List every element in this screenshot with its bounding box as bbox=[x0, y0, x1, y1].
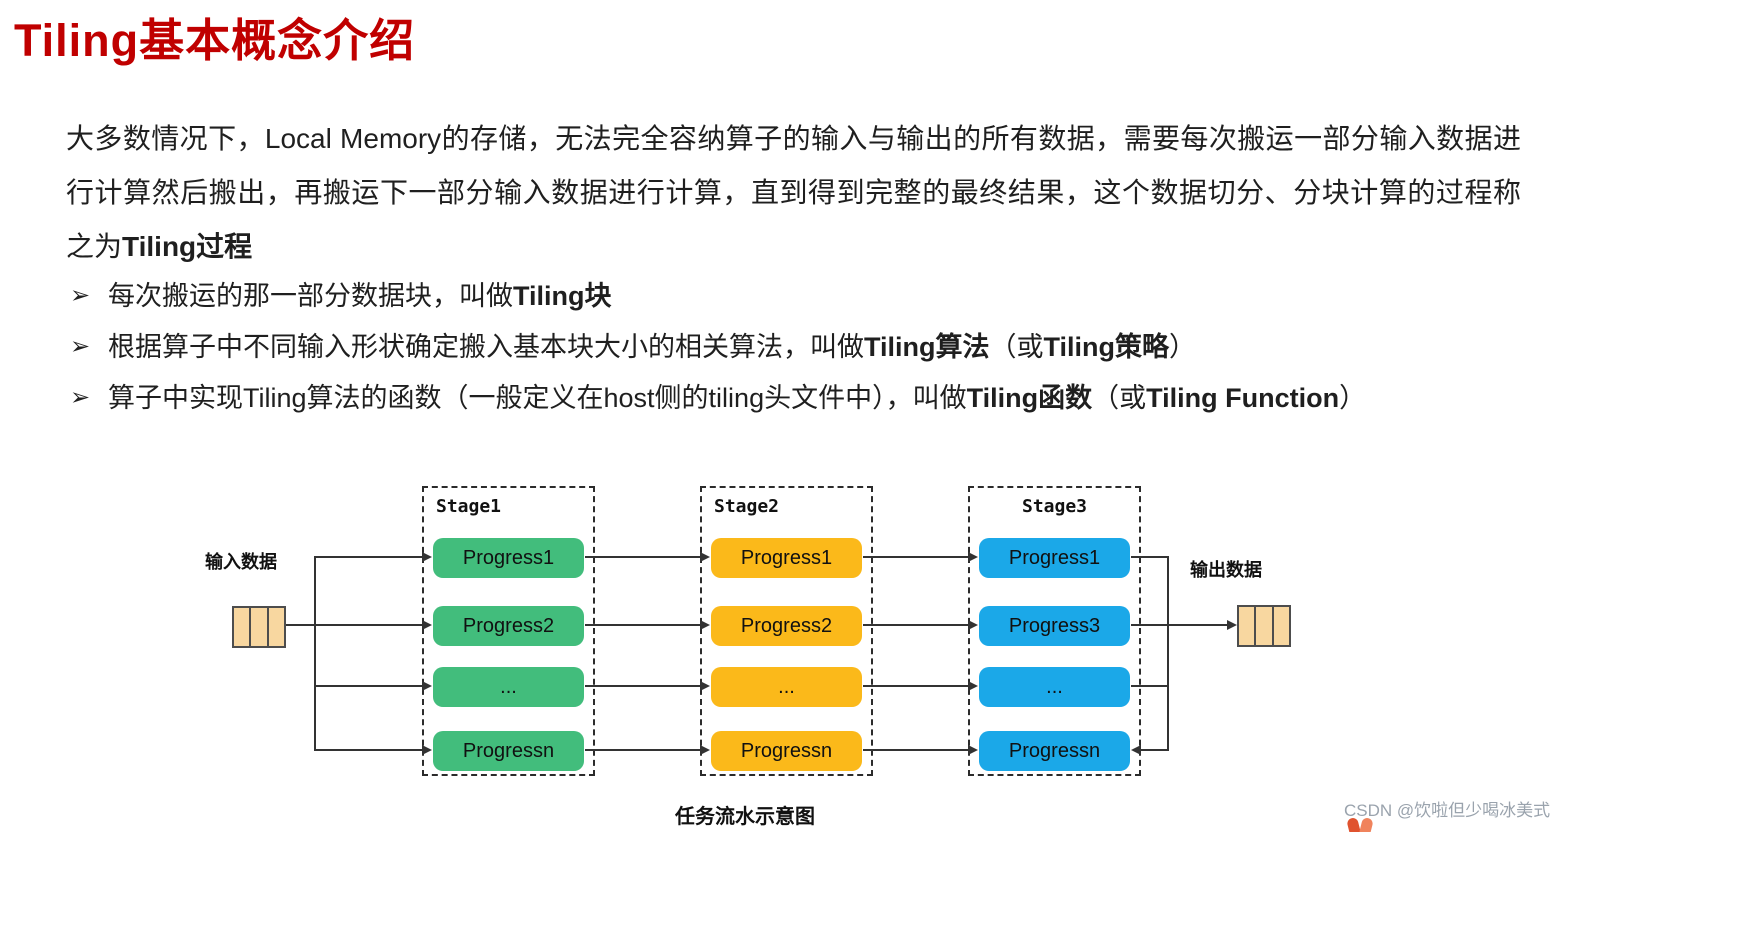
connector-line bbox=[585, 556, 702, 558]
arrow-bullet-icon: ➢ bbox=[70, 384, 91, 411]
bullet-item: ➢ 算子中实现Tiling算法的函数（一般定义在host侧的tiling头文件中… bbox=[70, 378, 1690, 418]
bullet-list: ➢ 每次搬运的那一部分数据块，叫做Tiling块 ➢ 根据算子中不同输入形状确定… bbox=[70, 276, 1690, 429]
arrowhead-icon bbox=[1131, 745, 1141, 755]
progress-box: Progress1 bbox=[711, 538, 862, 578]
connector-line bbox=[1167, 556, 1169, 751]
intro-bold-text: Tiling过程 bbox=[122, 231, 253, 262]
output-cell bbox=[1256, 607, 1274, 645]
watermark-text: CSDN @饮啦但少喝冰美式 bbox=[1344, 801, 1551, 820]
output-cell bbox=[1239, 607, 1257, 645]
progress-box: ... bbox=[433, 667, 584, 707]
connector-line bbox=[1131, 624, 1227, 626]
bullet-item: ➢ 每次搬运的那一部分数据块，叫做Tiling块 bbox=[70, 276, 1690, 316]
bullet-segment: （或 bbox=[1092, 383, 1147, 413]
progress-box: Progressn bbox=[711, 731, 862, 771]
bullet-segment: ） bbox=[1339, 383, 1367, 413]
bullet-bold-segment: Tiling块 bbox=[513, 281, 612, 311]
arrowhead-icon bbox=[968, 620, 978, 630]
arrowhead-icon bbox=[700, 620, 710, 630]
page-title: Tiling基本概念介绍 bbox=[14, 15, 416, 66]
arrowhead-icon bbox=[700, 681, 710, 691]
connector-line bbox=[863, 556, 970, 558]
connector-line bbox=[1141, 749, 1169, 751]
arrow-bullet-icon: ➢ bbox=[70, 333, 91, 360]
output-cell bbox=[1274, 607, 1289, 645]
progress-box: Progress3 bbox=[979, 606, 1130, 646]
connector-line bbox=[315, 624, 423, 626]
arrowhead-icon bbox=[422, 620, 432, 630]
output-data-label: 输出数据 bbox=[1190, 560, 1262, 580]
progress-box: Progress2 bbox=[711, 606, 862, 646]
input-cell bbox=[251, 608, 269, 646]
bullet-bold-segment: Tiling函数 bbox=[966, 383, 1093, 413]
connector-line bbox=[286, 624, 315, 626]
bullet-segment: ） bbox=[1169, 332, 1196, 362]
diagram-caption: 任务流水示意图 bbox=[675, 806, 815, 828]
arrow-bullet-icon: ➢ bbox=[70, 282, 91, 309]
connector-line bbox=[863, 624, 970, 626]
logo-shape bbox=[1359, 818, 1374, 832]
bullet-text: 根据算子中不同输入形状确定搬入基本块大小的相关算法，叫做Tiling算法（或Ti… bbox=[108, 327, 1196, 367]
arrowhead-icon bbox=[1227, 620, 1237, 630]
bullet-text: 每次搬运的那一部分数据块，叫做Tiling块 bbox=[108, 276, 612, 316]
stage2-column: Stage2 Progress1 Progress2 ... Progressn bbox=[700, 486, 873, 776]
arrowhead-icon bbox=[968, 681, 978, 691]
csdn-logo-partial-icon bbox=[1347, 818, 1377, 832]
connector-line bbox=[1131, 685, 1169, 687]
output-data-box bbox=[1237, 605, 1291, 647]
connector-line bbox=[315, 685, 423, 687]
bullet-item: ➢ 根据算子中不同输入形状确定搬入基本块大小的相关算法，叫做Tiling算法（或… bbox=[70, 327, 1690, 367]
bullet-segment: 根据算子中不同输入形状确定搬入基本块大小的相关算法，叫做 bbox=[108, 332, 864, 362]
bullet-text: 算子中实现Tiling算法的函数（一般定义在host侧的tiling头文件中），… bbox=[108, 378, 1366, 418]
stage1-label: Stage1 bbox=[436, 496, 502, 517]
connector-line bbox=[585, 685, 702, 687]
arrowhead-icon bbox=[422, 681, 432, 691]
bullet-segment: 每次搬运的那一部分数据块，叫做 bbox=[108, 281, 513, 311]
connector-line bbox=[315, 749, 423, 751]
progress-box: ... bbox=[979, 667, 1130, 707]
stage2-label: Stage2 bbox=[714, 496, 780, 517]
progress-box: Progress1 bbox=[979, 538, 1130, 578]
arrowhead-icon bbox=[422, 745, 432, 755]
input-cell bbox=[234, 608, 252, 646]
connector-line bbox=[585, 749, 702, 751]
intro-text: 大多数情况下，Local Memory的存储，无法完全容纳算子的输入与输出的所有… bbox=[66, 123, 1521, 262]
stage3-column: Stage3 Progress1 Progress3 ... Progressn bbox=[968, 486, 1141, 776]
arrowhead-icon bbox=[700, 552, 710, 562]
bullet-bold-segment: Tiling算法 bbox=[864, 332, 990, 362]
connector-line bbox=[314, 556, 316, 751]
progress-box: Progressn bbox=[979, 731, 1130, 771]
progress-box: ... bbox=[711, 667, 862, 707]
bullet-segment: （或 bbox=[989, 332, 1044, 362]
intro-paragraph: 大多数情况下，Local Memory的存储，无法完全容纳算子的输入与输出的所有… bbox=[66, 112, 1521, 274]
stage1-column: Stage1 Progress1 Progress2 ... Progressn bbox=[422, 486, 595, 776]
connector-line bbox=[315, 556, 423, 558]
connector-line bbox=[585, 624, 702, 626]
progress-box: Progress1 bbox=[433, 538, 584, 578]
connector-line bbox=[863, 685, 970, 687]
bullet-segment: 算子中实现Tiling算法的函数（一般定义在host侧的tiling头文件中），… bbox=[108, 383, 967, 413]
arrowhead-icon bbox=[968, 745, 978, 755]
connector-line bbox=[863, 749, 970, 751]
input-data-label: 输入数据 bbox=[205, 552, 277, 572]
progress-box: Progress2 bbox=[433, 606, 584, 646]
progress-box: Progressn bbox=[433, 731, 584, 771]
bullet-bold-segment: Tiling策略 bbox=[1043, 332, 1170, 362]
arrowhead-icon bbox=[422, 552, 432, 562]
arrowhead-icon bbox=[968, 552, 978, 562]
arrowhead-icon bbox=[700, 745, 710, 755]
input-cell bbox=[269, 608, 284, 646]
stage3-label: Stage3 bbox=[1021, 496, 1088, 517]
bullet-bold-segment: Tiling Function bbox=[1146, 383, 1340, 413]
connector-line bbox=[1131, 556, 1169, 558]
input-data-box bbox=[232, 606, 286, 648]
